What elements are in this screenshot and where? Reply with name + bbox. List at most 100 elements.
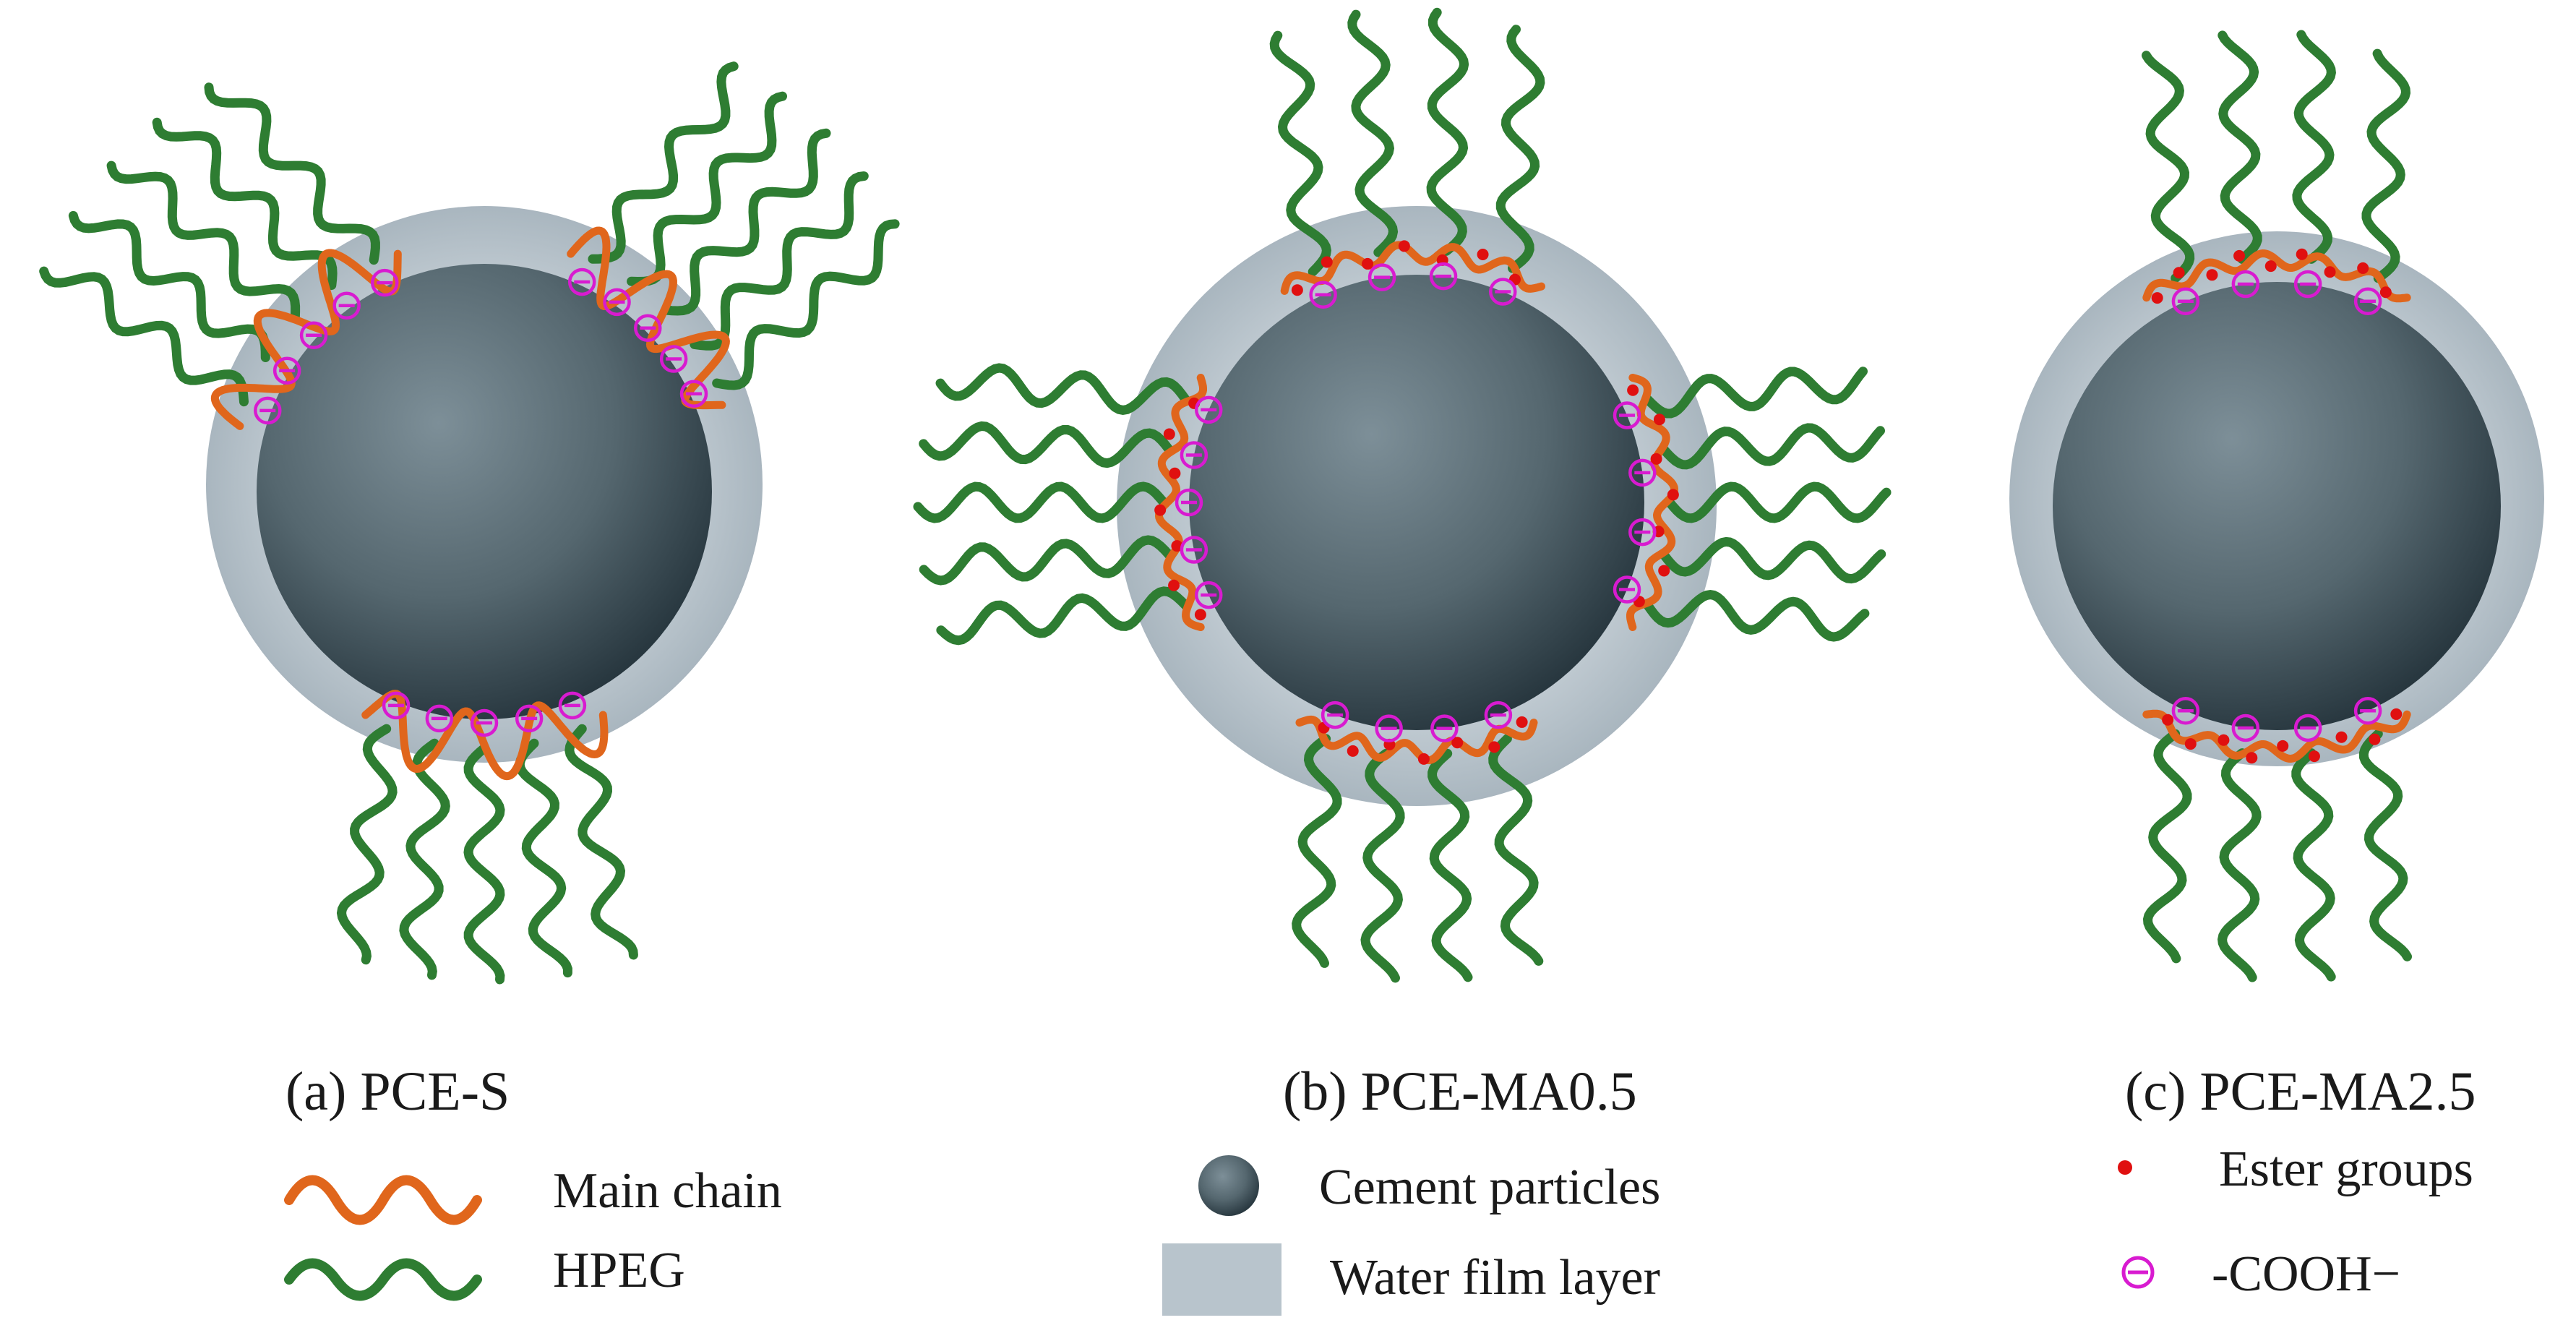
ester-dot bbox=[2206, 269, 2218, 281]
ester-dot bbox=[2184, 738, 2197, 750]
hpeg-chain bbox=[1292, 734, 1342, 968]
cooh-group bbox=[1180, 536, 1208, 564]
ester-dot bbox=[1653, 414, 1665, 426]
cooh-group bbox=[1180, 441, 1208, 469]
hpeg-chain bbox=[1643, 590, 1870, 642]
cooh-group bbox=[1321, 701, 1349, 729]
main-chain bbox=[361, 690, 609, 781]
hpeg-chain bbox=[204, 82, 380, 265]
hpeg-chain bbox=[515, 738, 572, 978]
hpeg-chain bbox=[2142, 51, 2195, 283]
cooh-group bbox=[1489, 278, 1517, 306]
ester-dot bbox=[2162, 714, 2174, 726]
cooh-group bbox=[299, 321, 328, 350]
ester-dot bbox=[1291, 284, 1303, 296]
main-chains bbox=[210, 226, 2411, 781]
ester-dot bbox=[2246, 752, 2258, 764]
cooh-group bbox=[2353, 696, 2382, 725]
hpeg-chain bbox=[627, 91, 787, 287]
particle-a bbox=[206, 206, 763, 763]
ester-dot bbox=[1362, 257, 1374, 270]
cooh-group bbox=[1628, 458, 1657, 487]
main-chain bbox=[1280, 241, 1545, 295]
caption-b: (b) PCE-MA0.5 bbox=[1283, 1061, 1637, 1122]
hpeg-chain bbox=[935, 363, 1190, 416]
hpeg-chain bbox=[39, 266, 249, 407]
main-chain bbox=[1626, 374, 1679, 631]
cooh-group bbox=[558, 691, 587, 720]
hpeg-chain bbox=[1427, 748, 1473, 982]
cooh-group bbox=[2231, 714, 2260, 742]
hpeg-chain bbox=[1665, 481, 1892, 523]
hpeg-chain bbox=[1347, 9, 1399, 257]
ester-dot bbox=[1627, 384, 1639, 396]
hpeg-chain bbox=[2142, 729, 2192, 964]
hpeg-chain bbox=[2291, 748, 2336, 982]
cooh-group bbox=[1430, 714, 1459, 742]
ester-dot bbox=[2379, 286, 2392, 299]
cooh-group bbox=[2231, 270, 2260, 299]
cooh-group bbox=[1628, 518, 1657, 547]
hpeg-chain bbox=[919, 535, 1175, 586]
hpeg-chain bbox=[2358, 729, 2412, 961]
hpeg-chain bbox=[564, 724, 638, 960]
hpeg-chain bbox=[1360, 748, 1405, 983]
ester-dot bbox=[1347, 745, 1359, 757]
particle-c bbox=[2009, 231, 2544, 766]
cooh-group bbox=[382, 691, 411, 720]
hpeg-chain bbox=[336, 724, 398, 965]
cooh-group bbox=[2293, 270, 2322, 299]
cooh-group bbox=[515, 704, 544, 733]
hpeg-side-chains bbox=[39, 7, 2412, 985]
cooh-group bbox=[567, 267, 596, 296]
hpeg-chain bbox=[1426, 7, 1469, 256]
hpeg-chain bbox=[690, 171, 869, 351]
particle-b bbox=[1117, 206, 1717, 806]
ester-dot bbox=[1516, 716, 1528, 728]
cooh-group bbox=[470, 708, 499, 737]
hpeg-chain bbox=[1659, 536, 1886, 584]
ester-dot bbox=[2173, 267, 2185, 279]
ester-dot bbox=[1667, 489, 1679, 501]
ester-dot bbox=[2324, 266, 2336, 278]
hpeg-chain bbox=[2217, 748, 2262, 982]
cooh-group bbox=[1375, 714, 1403, 742]
ester-dot bbox=[1154, 504, 1167, 516]
cooh-group bbox=[1429, 262, 1458, 291]
cooh-group bbox=[425, 704, 454, 733]
hpeg-chain bbox=[661, 128, 831, 316]
ester-dot bbox=[1171, 540, 1183, 552]
ester-dot bbox=[2264, 260, 2277, 273]
main-chain bbox=[1154, 374, 1207, 631]
hpeg-chain bbox=[1643, 367, 1868, 419]
cooh-group bbox=[603, 288, 631, 317]
main-chain bbox=[567, 226, 730, 410]
hpeg-chain bbox=[1659, 423, 1885, 470]
cement-particle-a bbox=[257, 264, 712, 719]
cement-particle-b bbox=[1189, 275, 1644, 730]
legend-cooh-swatch bbox=[2121, 1256, 2155, 1289]
ester-dot bbox=[2357, 262, 2369, 274]
ester-dot bbox=[2151, 292, 2163, 304]
cooh-group bbox=[2171, 696, 2200, 725]
hpeg-chain bbox=[399, 738, 450, 980]
ester-dot bbox=[1477, 249, 1489, 261]
legend-water-label: Water film layer bbox=[1330, 1250, 1660, 1306]
cooh-group bbox=[1613, 401, 1641, 429]
cooh-group bbox=[272, 356, 301, 385]
hpeg-chain bbox=[712, 219, 900, 390]
ester-dot bbox=[1488, 741, 1500, 753]
cooh-group bbox=[2353, 287, 2382, 316]
hpeg-chain bbox=[1488, 734, 1544, 966]
cooh-group bbox=[1175, 488, 1203, 517]
legend-main-chain-label: Main chain bbox=[553, 1163, 782, 1219]
legend-hpeg-swatch bbox=[284, 1258, 482, 1301]
hpeg-chain bbox=[152, 117, 338, 291]
cooh-group bbox=[1613, 575, 1641, 604]
legend-hpeg-label: HPEG bbox=[553, 1243, 685, 1298]
ester-dot bbox=[1194, 609, 1206, 621]
ester-dot bbox=[2277, 740, 2289, 752]
ester-dot bbox=[1168, 579, 1180, 591]
cooh-group bbox=[634, 314, 662, 342]
ester-dot bbox=[2335, 731, 2348, 743]
